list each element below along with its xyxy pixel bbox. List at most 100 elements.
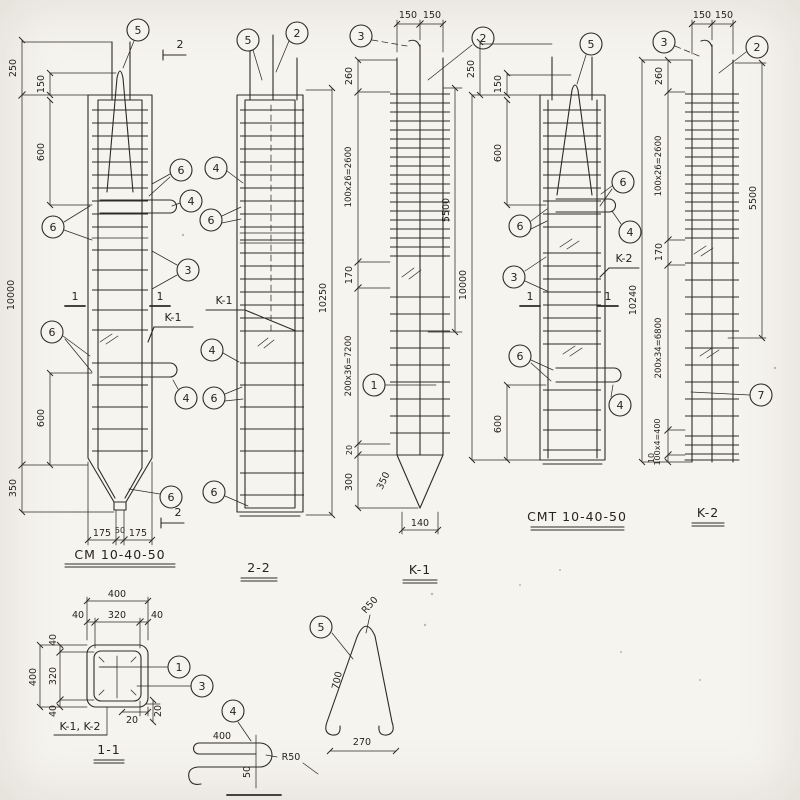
break-mark bbox=[401, 267, 422, 280]
dim-40: 40 bbox=[48, 634, 59, 646]
svg-text:4: 4 bbox=[209, 344, 216, 357]
dim-350: 350 bbox=[8, 479, 19, 497]
svg-text:4: 4 bbox=[188, 195, 195, 208]
callout-2: 2 bbox=[745, 35, 769, 59]
view-title: 1-1 bbox=[97, 742, 120, 757]
svg-text:1: 1 bbox=[176, 661, 183, 674]
extension-lines bbox=[641, 19, 767, 463]
scan-noise bbox=[76, 233, 777, 681]
dim-5500: 5500 bbox=[748, 186, 759, 210]
callout-1: 1 bbox=[362, 373, 386, 397]
k1-label: K-1 bbox=[164, 311, 181, 324]
svg-text:6: 6 bbox=[620, 176, 627, 189]
tie-grid bbox=[92, 103, 148, 235]
view-pile-cm: 250 150 600 10000 600 350 175 50 175 2 2… bbox=[6, 18, 203, 568]
dim-20: 20 bbox=[345, 445, 354, 455]
hairpin-bar bbox=[99, 199, 178, 378]
extension-lines bbox=[305, 89, 333, 516]
lifting-loop-bar bbox=[556, 84, 593, 196]
k1-label: K-1 bbox=[215, 294, 232, 307]
callout-6: 6 bbox=[40, 320, 64, 344]
leader-lines bbox=[100, 666, 192, 687]
cage-bars bbox=[244, 34, 298, 509]
tie-grid bbox=[92, 247, 148, 333]
callout-3: 3 bbox=[652, 30, 676, 54]
callout-4: 4 bbox=[174, 386, 198, 410]
callout-4: 4 bbox=[179, 189, 203, 213]
tie-grid bbox=[240, 352, 304, 505]
callout-7: 7 bbox=[749, 383, 773, 407]
extension-lines bbox=[471, 43, 572, 461]
leader-line-dashed bbox=[674, 45, 700, 57]
callout-2: 2 bbox=[285, 21, 309, 45]
title-underline bbox=[93, 759, 125, 764]
svg-text:6: 6 bbox=[50, 221, 57, 234]
dim-20: 20 bbox=[126, 715, 138, 726]
tie-grid bbox=[240, 103, 304, 337]
dim-400: 400 bbox=[213, 731, 231, 742]
cage-tip bbox=[396, 454, 444, 509]
dim-radius: R50 bbox=[282, 752, 301, 763]
dim-250: 250 bbox=[8, 59, 19, 77]
tie-grid bbox=[543, 103, 601, 238]
callout-3: 3 bbox=[176, 258, 200, 282]
rebar-marks bbox=[98, 655, 137, 699]
view-title: СМТ 10-40-50 bbox=[527, 509, 627, 524]
svg-text:3: 3 bbox=[511, 271, 518, 284]
dim-40: 40 bbox=[72, 610, 84, 621]
dim-270: 270 bbox=[353, 737, 371, 748]
k1-label-line bbox=[147, 326, 194, 343]
dim-300: 300 bbox=[344, 473, 355, 491]
cut-mark-1-left: 1 bbox=[72, 290, 79, 303]
extension-lines bbox=[21, 41, 153, 546]
callout-4: 4 bbox=[221, 699, 245, 723]
leader-lines bbox=[524, 54, 622, 398]
dim-600-bot: 600 bbox=[493, 415, 504, 433]
callout-3: 3 bbox=[349, 24, 373, 48]
tie-grid bbox=[92, 350, 148, 455]
extension-and-leaders bbox=[237, 721, 319, 789]
tie-grid bbox=[543, 248, 601, 345]
view-title: СМ 10-40-50 bbox=[74, 547, 165, 562]
dim-400-left: 400 bbox=[28, 668, 39, 686]
dim-150: 150 bbox=[36, 75, 47, 93]
cage-bars bbox=[547, 56, 598, 459]
dim-175-left: 175 bbox=[93, 528, 111, 539]
tie-grid bbox=[543, 388, 601, 458]
dim-600-top: 600 bbox=[36, 143, 47, 161]
callout-5: 5 bbox=[126, 18, 150, 42]
svg-text:6: 6 bbox=[211, 392, 218, 405]
callout-4: 4 bbox=[204, 156, 228, 180]
pile-outline bbox=[87, 94, 153, 511]
callout-6: 6 bbox=[611, 170, 635, 194]
dim-260: 260 bbox=[654, 67, 665, 85]
section-applies-to-label: K-1, K-2 bbox=[59, 720, 100, 733]
dim-140: 140 bbox=[411, 518, 429, 529]
extension-lines bbox=[357, 19, 463, 535]
dim-350-slope: 350 bbox=[375, 470, 393, 491]
svg-text:4: 4 bbox=[230, 705, 237, 718]
dim-10240: 10240 bbox=[628, 285, 639, 315]
dim-7200: 200x36=7200 bbox=[344, 336, 354, 397]
pile-outline bbox=[236, 94, 304, 517]
cage-bars bbox=[97, 41, 143, 499]
svg-text:5: 5 bbox=[588, 38, 595, 51]
cut-mark-1-right: 1 bbox=[605, 290, 612, 303]
cage-bars bbox=[684, 39, 740, 463]
section-mark-2-top: 2 bbox=[177, 38, 184, 51]
dim-150: 150 bbox=[493, 75, 504, 93]
title-underline bbox=[240, 577, 278, 582]
callout-1: 1 bbox=[167, 655, 191, 679]
dim-40: 40 bbox=[151, 610, 163, 621]
cage-bars bbox=[396, 39, 444, 456]
view-cage-k1: 150 150 260 100x26=2600 170 200x36=7200 … bbox=[344, 10, 495, 584]
pile-outline bbox=[539, 94, 606, 465]
bent-bar-shape bbox=[325, 625, 394, 736]
leader-lines bbox=[331, 614, 371, 660]
dim-6800: 200x34=6800 bbox=[654, 318, 664, 379]
title-underline bbox=[64, 563, 176, 568]
dim-2600: 100x26=2600 bbox=[654, 136, 664, 197]
dim-10000: 10000 bbox=[6, 280, 17, 310]
svg-text:3: 3 bbox=[185, 264, 192, 277]
dim-150: 150 bbox=[715, 10, 733, 21]
